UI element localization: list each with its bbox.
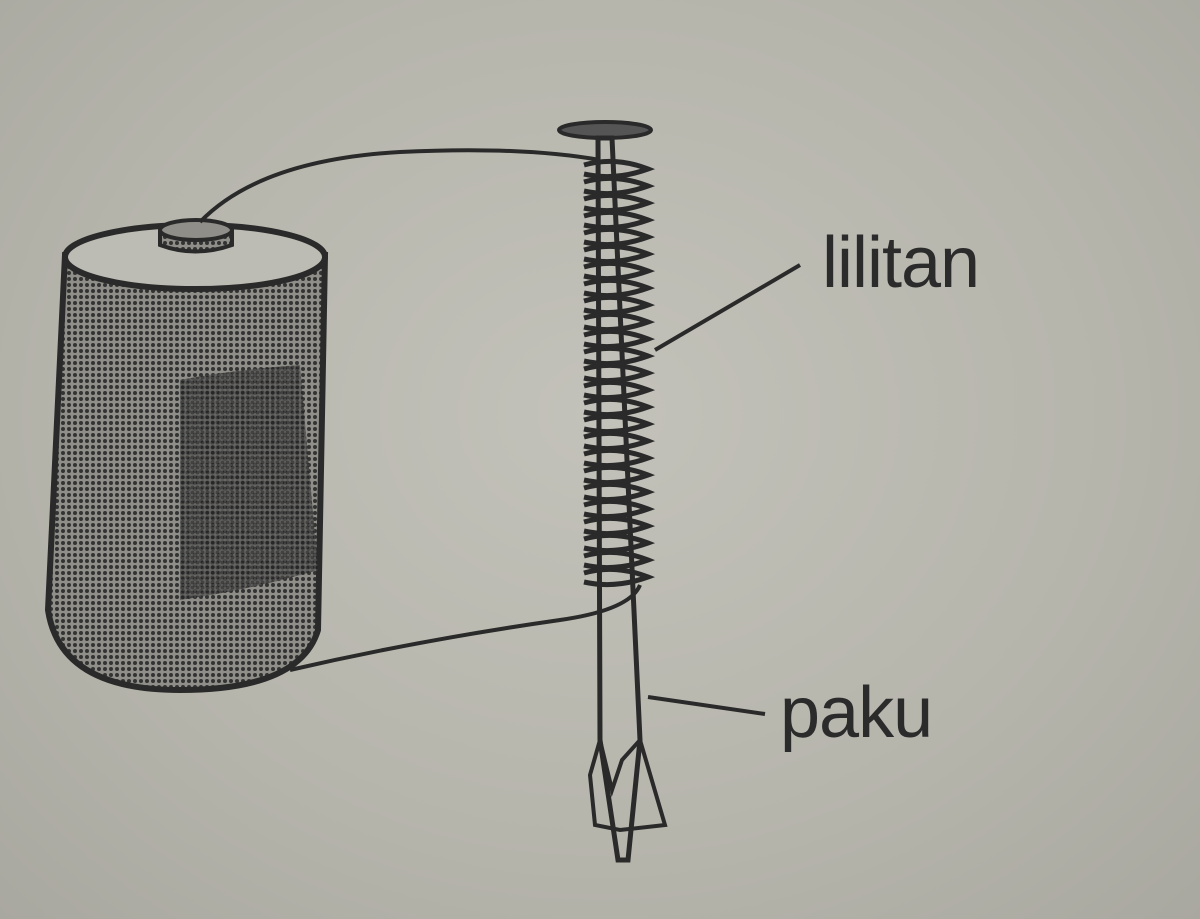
coil-turn	[583, 515, 656, 537]
coil-turn	[583, 430, 656, 452]
coil	[583, 158, 656, 588]
coil-turn	[583, 566, 656, 588]
coil-turn	[583, 277, 656, 299]
coil-turn	[583, 464, 656, 486]
coil-leader-line	[653, 263, 802, 352]
nail	[557, 120, 668, 863]
battery	[44, 218, 329, 694]
nail-label: paku	[780, 673, 933, 753]
coil-turn	[583, 413, 656, 435]
coil-turn	[583, 549, 656, 571]
coil-turn	[583, 379, 656, 401]
coil-label: lilitan	[822, 223, 980, 303]
coil-turn	[583, 362, 656, 384]
coil-turn	[583, 328, 656, 350]
coil-turn	[583, 498, 656, 520]
nail-leader-line	[647, 695, 766, 716]
coil-turn	[583, 447, 656, 469]
battery-terminal	[158, 218, 234, 254]
coil-turn	[583, 311, 656, 333]
coil-turn	[583, 481, 656, 503]
coil-turn	[583, 345, 656, 367]
coil-turn	[583, 294, 656, 316]
top-wire	[198, 148, 601, 224]
coil-turn	[583, 396, 656, 418]
coil-turn	[583, 532, 656, 554]
coil-turn	[583, 158, 656, 180]
bottom-wire	[289, 584, 642, 672]
